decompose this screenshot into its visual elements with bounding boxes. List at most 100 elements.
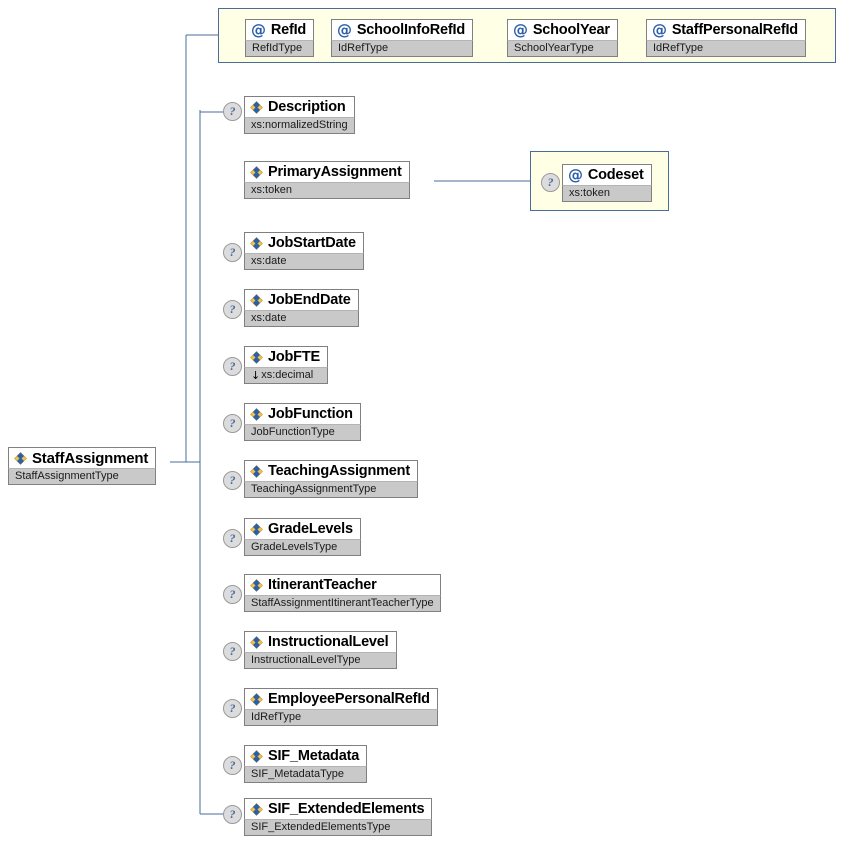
node-jobfte[interactable]: JobFTE ↓ xs:decimal xyxy=(244,346,328,384)
node-label: GradeLevels xyxy=(268,521,353,537)
node-label: JobStartDate xyxy=(268,235,356,251)
node-title: SIF_Metadata xyxy=(244,745,368,766)
node-staffpersonalrefid[interactable]: @ StaffPersonalRefId IdRefType xyxy=(646,19,806,57)
occurrence-marker-optional[interactable]: ? xyxy=(223,805,242,824)
node-gradelevels[interactable]: GradeLevels GradeLevelsType xyxy=(244,518,361,556)
node-jobstartdate[interactable]: JobStartDate xs:date xyxy=(244,232,364,270)
node-title: GradeLevels xyxy=(244,518,361,539)
node-schoolinforefid[interactable]: @ SchoolInfoRefId IdRefType xyxy=(331,19,473,57)
occurrence-marker-optional[interactable]: ? xyxy=(223,471,242,490)
node-title: @ RefId xyxy=(245,19,315,40)
occurrence-marker-optional[interactable]: ? xyxy=(223,102,242,121)
node-schoolyear[interactable]: @ SchoolYear SchoolYearType xyxy=(507,19,618,57)
node-sif-metadata[interactable]: SIF_Metadata SIF_MetadataType xyxy=(244,745,368,783)
node-label: SchoolInfoRefId xyxy=(356,22,465,38)
element-icon xyxy=(250,522,263,536)
node-label: SIF_Metadata xyxy=(268,748,360,764)
occurrence-marker-optional[interactable]: ? xyxy=(223,300,242,319)
occurrence-marker-optional[interactable]: ? xyxy=(223,585,242,604)
node-jobfunction[interactable]: JobFunction JobFunctionType xyxy=(244,403,361,441)
restriction-arrow-icon: ↓ xyxy=(251,368,261,382)
node-title: JobFTE xyxy=(244,346,328,367)
element-icon xyxy=(250,578,263,592)
node-label: TeachingAssignment xyxy=(268,463,410,479)
node-itinerantteacher[interactable]: ItinerantTeacher StaffAssignmentItineran… xyxy=(244,574,441,612)
occurrence-marker-optional[interactable]: ? xyxy=(541,173,560,192)
node-type: TeachingAssignmentType xyxy=(244,481,418,498)
node-title: @ SchoolInfoRefId xyxy=(331,19,473,40)
node-sif-extendedelements[interactable]: SIF_ExtendedElements SIF_ExtendedElement… xyxy=(244,798,433,836)
node-title: JobEndDate xyxy=(244,289,359,310)
node-primaryassignment[interactable]: PrimaryAssignment xs:token xyxy=(244,161,410,199)
node-codeset[interactable]: @ Codeset xs:token xyxy=(562,164,652,202)
node-type: xs:date xyxy=(244,253,364,270)
element-icon xyxy=(250,165,263,179)
element-icon xyxy=(250,407,263,421)
occurrence-marker-optional[interactable]: ? xyxy=(223,529,242,548)
node-title: ItinerantTeacher xyxy=(244,574,441,595)
node-title: Description xyxy=(244,96,355,117)
node-title: TeachingAssignment xyxy=(244,460,418,481)
attribute-icon: @ xyxy=(251,21,266,39)
element-icon xyxy=(250,293,263,307)
node-label: ItinerantTeacher xyxy=(268,577,377,593)
node-type: IdRefType xyxy=(244,709,438,726)
node-type: RefIdType xyxy=(245,40,315,57)
node-type: SchoolYearType xyxy=(507,40,618,57)
occurrence-marker-optional[interactable]: ? xyxy=(223,642,242,661)
attribute-icon: @ xyxy=(337,21,352,39)
node-label: Description xyxy=(268,99,346,115)
occurrence-marker-optional[interactable]: ? xyxy=(223,243,242,262)
node-title: StaffAssignment xyxy=(8,447,157,468)
node-title: @ SchoolYear xyxy=(507,19,618,40)
node-title: PrimaryAssignment xyxy=(244,161,410,182)
attribute-group-container: @ RefId RefIdType @ SchoolInfoRefId IdRe… xyxy=(218,8,836,63)
element-icon xyxy=(250,749,263,763)
node-title: SIF_ExtendedElements xyxy=(244,798,433,819)
node-label: JobFTE xyxy=(268,349,320,365)
node-type: xs:token xyxy=(244,182,410,199)
node-refid[interactable]: @ RefId RefIdType xyxy=(245,19,315,57)
node-type: xs:date xyxy=(244,310,359,327)
node-label: JobEndDate xyxy=(268,292,351,308)
element-icon xyxy=(250,100,263,114)
element-icon xyxy=(250,635,263,649)
node-description[interactable]: Description xs:normalizedString xyxy=(244,96,355,134)
attribute-icon: @ xyxy=(513,21,528,39)
node-type: StaffAssignmentItinerantTeacherType xyxy=(244,595,441,612)
node-title: InstructionalLevel xyxy=(244,631,397,652)
occurrence-marker-optional[interactable]: ? xyxy=(223,699,242,718)
node-title: JobFunction xyxy=(244,403,361,424)
node-label: PrimaryAssignment xyxy=(268,164,402,180)
node-type: JobFunctionType xyxy=(244,424,361,441)
node-label: EmployeePersonalRefId xyxy=(268,691,430,707)
node-label: StaffPersonalRefId xyxy=(671,22,798,38)
node-type: IdRefType xyxy=(331,40,473,57)
node-employeepersonalrefid[interactable]: EmployeePersonalRefId IdRefType xyxy=(244,688,438,726)
element-icon xyxy=(250,464,263,478)
node-instructionallevel[interactable]: InstructionalLevel InstructionalLevelTyp… xyxy=(244,631,397,669)
node-label: Codeset xyxy=(587,167,644,183)
occurrence-marker-optional[interactable]: ? xyxy=(223,756,242,775)
node-title: @ Codeset xyxy=(562,164,652,185)
node-type: xs:normalizedString xyxy=(244,117,355,134)
occurrence-marker-optional[interactable]: ? xyxy=(223,414,242,433)
node-type: xs:token xyxy=(562,185,652,202)
node-staff-assignment[interactable]: StaffAssignment StaffAssignmentType xyxy=(8,447,157,485)
node-teachingassignment[interactable]: TeachingAssignment TeachingAssignmentTyp… xyxy=(244,460,418,498)
node-type: ↓ xs:decimal xyxy=(244,367,328,384)
node-type: GradeLevelsType xyxy=(244,539,361,556)
occurrence-marker-optional[interactable]: ? xyxy=(223,357,242,376)
node-label: StaffAssignment xyxy=(32,449,149,467)
node-label: SchoolYear xyxy=(532,22,610,38)
nested-attribute-group-container: ? @ Codeset xs:token xyxy=(530,151,669,211)
node-jobenddate[interactable]: JobEndDate xs:date xyxy=(244,289,359,327)
attribute-icon: @ xyxy=(652,21,667,39)
node-title: EmployeePersonalRefId xyxy=(244,688,438,709)
node-label: JobFunction xyxy=(268,406,353,422)
element-icon xyxy=(250,802,263,816)
node-title: @ StaffPersonalRefId xyxy=(646,19,806,40)
node-type: InstructionalLevelType xyxy=(244,652,397,669)
element-icon xyxy=(250,692,263,706)
